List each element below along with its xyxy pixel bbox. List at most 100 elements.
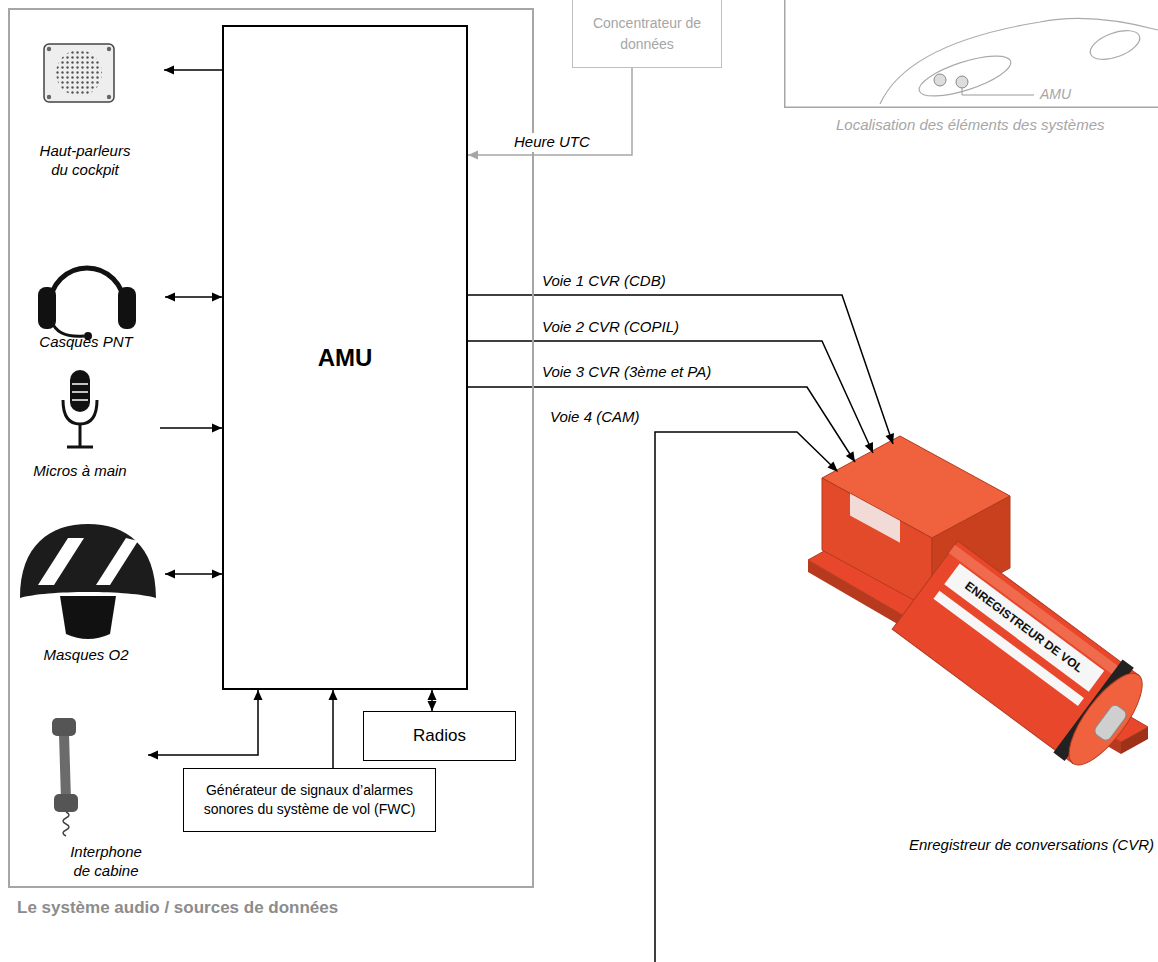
speaker-grill bbox=[56, 50, 102, 96]
cvr-beacon bbox=[1092, 703, 1128, 743]
aircraft-sketch-ellipse bbox=[1086, 25, 1143, 65]
headset-band bbox=[50, 268, 124, 305]
connector bbox=[160, 424, 222, 433]
speaker-icon: Haut-parleurs du cockpit bbox=[6, 38, 164, 190]
connector bbox=[329, 690, 338, 768]
cam-wire bbox=[655, 432, 834, 962]
mask-mouth-cup bbox=[60, 596, 116, 639]
mic-base bbox=[67, 446, 93, 449]
node-label: Micros à main bbox=[20, 462, 140, 481]
location-dot bbox=[934, 74, 946, 86]
cvr-sticker bbox=[850, 493, 900, 542]
node-label: Concentrateur de données bbox=[579, 13, 715, 54]
arrow-head bbox=[846, 451, 855, 462]
node-label: AMU bbox=[318, 344, 373, 372]
mic-grill-line bbox=[72, 383, 88, 385]
arrow-head bbox=[148, 751, 158, 760]
node-label: Interphone de cabine bbox=[66, 843, 146, 881]
handset-mouthpiece bbox=[54, 794, 78, 812]
node-label: Générateur de signaux d’alarmes sonores … bbox=[190, 781, 429, 819]
mask-visor-stripe bbox=[38, 538, 84, 585]
oxygen-mask-icon: Masques O2 bbox=[6, 522, 165, 672]
cvr-cylinder bbox=[890, 538, 1156, 777]
arrow-head bbox=[212, 570, 222, 579]
arrow-head bbox=[428, 690, 437, 700]
process-box: Radios bbox=[363, 711, 516, 761]
connector bbox=[468, 68, 632, 160]
aircraft-sketch-ellipse bbox=[915, 48, 1015, 104]
mic-stem bbox=[79, 424, 82, 446]
arrow-head bbox=[329, 690, 338, 700]
arrow-head bbox=[468, 151, 478, 160]
channel-label: Voie 4 (CAM) bbox=[548, 408, 641, 427]
connector-label: Voie 2 CVR (COPIL) bbox=[540, 318, 681, 337]
headset-earcup bbox=[118, 287, 136, 329]
connector-label: Heure UTC bbox=[512, 133, 592, 152]
node-label: Radios bbox=[413, 726, 466, 746]
node-label: Localisation des éléments des systèmes bbox=[836, 116, 1156, 133]
node-label: Casques PNT bbox=[26, 333, 146, 352]
location-dot bbox=[956, 76, 968, 88]
speaker-screw bbox=[107, 47, 111, 51]
microphone-icon: Micros à main bbox=[6, 365, 160, 485]
connector-line bbox=[148, 690, 258, 755]
cvr-box-side bbox=[822, 478, 932, 610]
arrow-head bbox=[428, 701, 437, 711]
process-box: Générateur de signaux d’alarmes sonores … bbox=[183, 768, 436, 832]
connector bbox=[165, 570, 222, 579]
connector-label: Voie 3 CVR (3ème et PA) bbox=[540, 363, 713, 382]
cvr-tray-edge bbox=[1121, 727, 1148, 754]
handset-cord bbox=[63, 812, 69, 836]
arrow-head bbox=[254, 690, 263, 700]
speaker-screw bbox=[47, 95, 51, 99]
recorder-picture: Enregistreur de conversations (CVR) bbox=[800, 430, 1156, 860]
handset-body bbox=[64, 734, 66, 800]
speaker-screw bbox=[47, 47, 51, 51]
mask-dome bbox=[20, 524, 156, 598]
connector-line bbox=[468, 387, 855, 462]
cvr-cylinder-highlight bbox=[949, 545, 1136, 687]
arrow-head bbox=[212, 293, 222, 302]
handset-icon: Interphone de cabine bbox=[36, 714, 148, 886]
arrow-head bbox=[164, 66, 174, 75]
arrow-head bbox=[865, 442, 873, 453]
speaker-screw bbox=[107, 95, 111, 99]
aircraft-sketch-line bbox=[880, 18, 1158, 104]
source-box: Concentrateur de données bbox=[572, 0, 722, 68]
system-panel: Le système audio / sources de donnéesHau… bbox=[8, 8, 534, 888]
location-panel: Localisation des éléments des systèmes bbox=[784, 0, 1158, 108]
connector bbox=[148, 690, 263, 760]
arrow-head bbox=[165, 570, 175, 579]
connector bbox=[468, 295, 894, 444]
arrow-head bbox=[828, 462, 839, 472]
mic-capsule bbox=[70, 370, 90, 412]
connector bbox=[165, 293, 222, 302]
callout-label: AMU bbox=[1040, 86, 1071, 102]
node-label: Le système audio / sources de données bbox=[17, 898, 477, 918]
connector bbox=[468, 341, 873, 453]
connector bbox=[428, 690, 437, 711]
connector bbox=[164, 66, 222, 75]
node-label: Haut-parleurs du cockpit bbox=[35, 142, 135, 180]
arrow-head bbox=[212, 424, 222, 433]
mic-holder bbox=[63, 400, 97, 424]
leader-line bbox=[962, 88, 1034, 95]
connector-line bbox=[468, 68, 632, 155]
amu-box: AMU bbox=[222, 25, 468, 690]
cvr-end-cap bbox=[1057, 663, 1155, 775]
arrow-head bbox=[886, 433, 895, 444]
cvr-cylinder-body bbox=[892, 541, 1138, 763]
mask-visor-stripe bbox=[96, 538, 138, 585]
cvr-label-band bbox=[944, 563, 1104, 691]
mic-grill-line bbox=[72, 391, 88, 393]
connector-label: Voie 1 CVR (CDB) bbox=[540, 272, 668, 291]
mic-grill-line bbox=[72, 399, 88, 401]
connector-line bbox=[332, 690, 334, 768]
handset-earpiece bbox=[52, 718, 76, 736]
node-label: Enregistreur de conversations (CVR) bbox=[896, 836, 1154, 855]
connector-line bbox=[468, 341, 873, 453]
node-label: Masques O2 bbox=[26, 646, 146, 665]
speaker-body bbox=[44, 44, 114, 102]
connector bbox=[468, 387, 855, 462]
arrow-head bbox=[165, 293, 175, 302]
